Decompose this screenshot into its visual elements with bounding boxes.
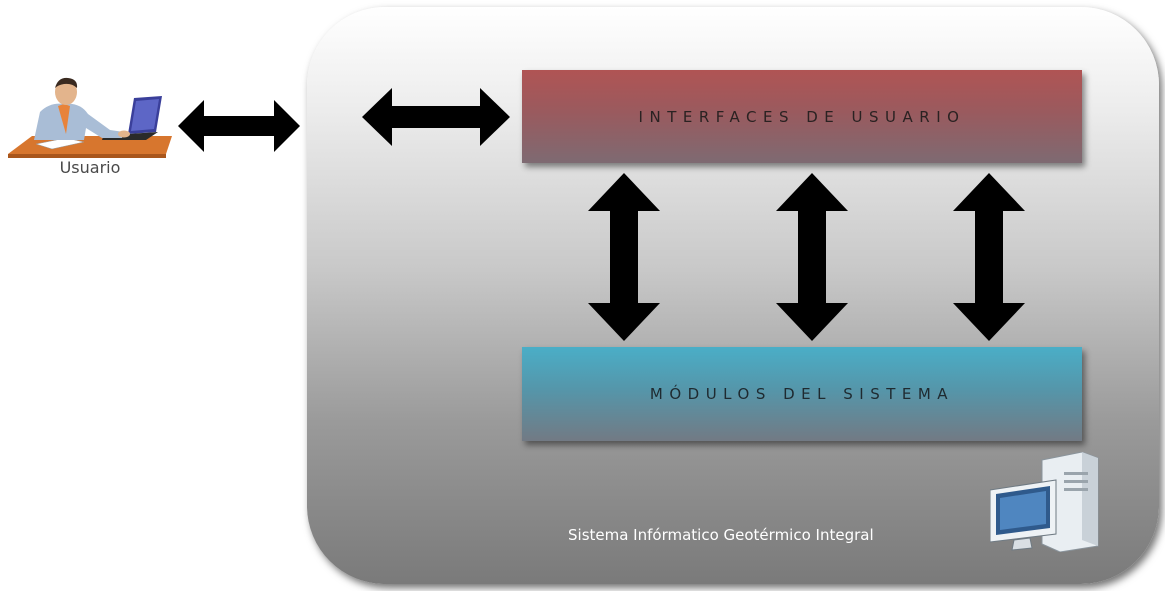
vertical-arrow-2 [776,173,848,341]
user-at-desk-icon [8,77,172,158]
interfaces-de-usuario-box: INTERFACES DE USUARIO [522,70,1082,163]
user-label: Usuario [59,158,121,177]
vertical-arrow-3 [953,173,1025,341]
user-system-arrow [178,100,300,152]
desktop-computer-icon [990,452,1099,552]
interfaces-label: INTERFACES DE USUARIO [638,107,966,126]
modulos-del-sistema-box: MÓDULOS DEL SISTEMA [522,347,1082,441]
system-interfaces-arrow [362,88,510,146]
vertical-arrow-1 [588,173,660,341]
system-caption: Sistema Infórmatico Geotérmico Integral [568,526,874,544]
modulos-label: MÓDULOS DEL SISTEMA [649,385,955,403]
